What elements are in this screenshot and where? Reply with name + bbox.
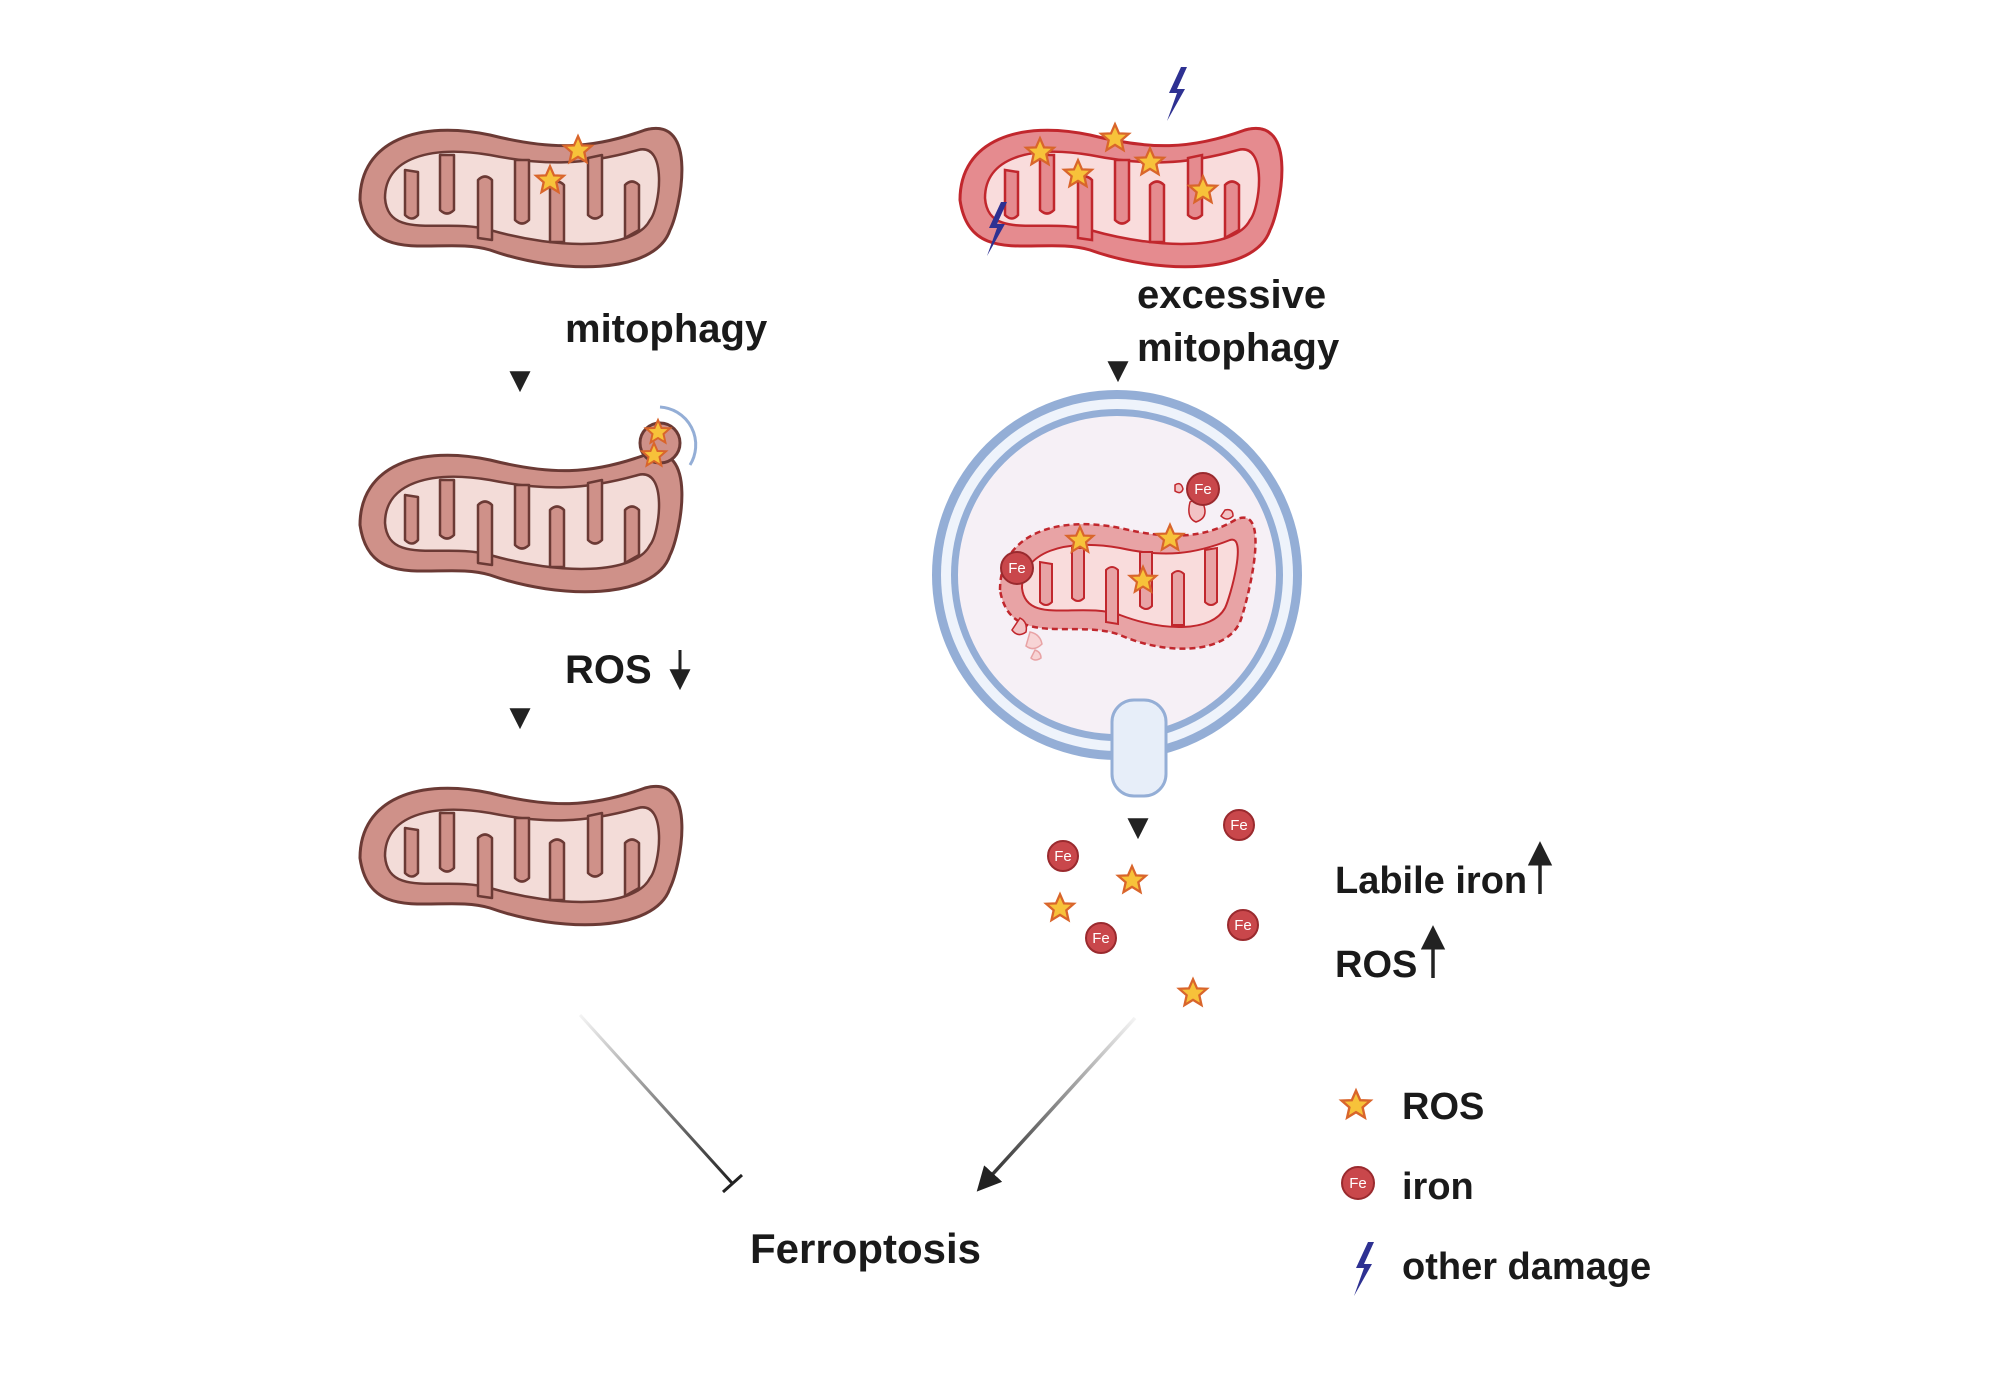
label-ferroptosis: Ferroptosis — [750, 1225, 981, 1272]
svg-text:Fe: Fe — [1092, 930, 1110, 947]
arrow-promote-ferroptosis — [976, 1016, 1137, 1192]
mitochondrion-damaged — [958, 123, 1284, 269]
star-icon — [1117, 865, 1147, 894]
label-labile-iron: Labile iron — [1335, 860, 1527, 902]
lightning-icon — [1354, 1242, 1374, 1296]
svg-text:Fe: Fe — [1349, 1175, 1367, 1192]
star-icon — [1045, 893, 1075, 922]
legend: ROS Fe iron other damage — [1340, 1086, 1651, 1296]
svg-text:Fe: Fe — [1054, 848, 1072, 865]
legend-ros-label: ROS — [1402, 1086, 1484, 1128]
legend-iron-label: iron — [1402, 1166, 1474, 1208]
iron-icon: Fe — [1186, 472, 1220, 506]
svg-text:Fe: Fe — [1008, 560, 1026, 577]
inhibition-icon — [721, 1173, 744, 1194]
star-icon — [1340, 1089, 1372, 1119]
released-contents: Fe Fe Fe Fe — [1045, 809, 1259, 1007]
iron-icon: Fe — [1223, 809, 1255, 841]
iron-icon: Fe — [1047, 840, 1079, 872]
iron-icon: Fe — [1000, 551, 1034, 585]
label-ros-down: ROS — [565, 648, 652, 692]
svg-text:Fe: Fe — [1234, 917, 1252, 934]
lightning-icon — [1167, 67, 1187, 121]
inhibition-line — [578, 1013, 734, 1185]
mitochondrion-budding — [358, 405, 698, 594]
label-excessive-mitophagy: mitophagy — [1137, 326, 1340, 370]
mitochondrion-bottom-left — [358, 784, 684, 927]
svg-text:Fe: Fe — [1194, 481, 1212, 498]
label-mitophagy: mitophagy — [565, 307, 768, 351]
label-excessive: excessive — [1137, 273, 1326, 317]
iron-icon: Fe — [1085, 922, 1117, 954]
iron-icon: Fe — [1341, 1166, 1375, 1200]
iron-icon: Fe — [1227, 909, 1259, 941]
svg-text:Fe: Fe — [1230, 817, 1248, 834]
star-icon — [1178, 978, 1208, 1007]
legend-damage-label: other damage — [1402, 1246, 1651, 1288]
label-ros-up: ROS — [1335, 944, 1417, 986]
